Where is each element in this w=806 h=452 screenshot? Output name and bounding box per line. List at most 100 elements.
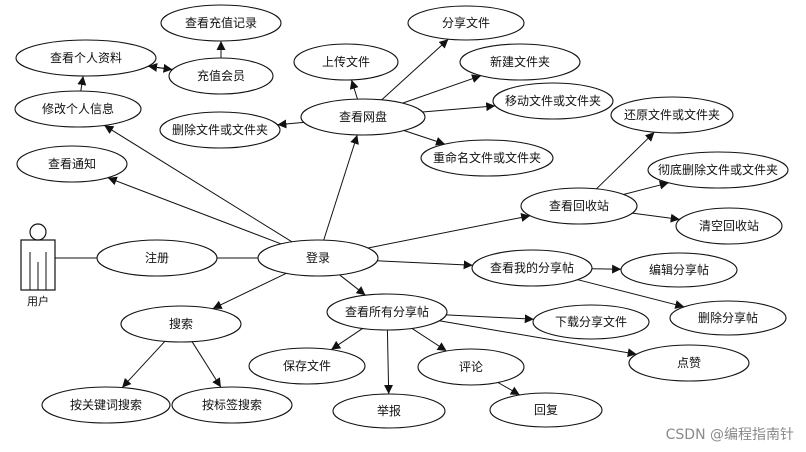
usecase-label: 注册 [145, 250, 169, 265]
edge-login-to-my-posts [377, 260, 473, 270]
usecase-move[interactable]: 移动文件或文件夹 [492, 82, 614, 120]
usecase-ellipse [159, 111, 281, 149]
usecase-perm-delete[interactable]: 彻底删除文件或文件夹 [647, 151, 789, 189]
usecase-restore[interactable]: 还原文件或文件夹 [610, 96, 734, 134]
usecase-ellipse [257, 239, 379, 277]
usecase-label: 查看通知 [48, 157, 96, 171]
usecase-ellipse [620, 252, 738, 288]
edge-all-posts-to-download [446, 314, 534, 324]
usecase-upload[interactable]: 上传文件 [293, 43, 399, 81]
usecase-report[interactable]: 举报 [332, 393, 446, 429]
edge-all-posts-to-like [439, 320, 637, 358]
usecase-ellipse [407, 5, 525, 41]
usecase-like[interactable]: 点赞 [628, 344, 750, 382]
usecase-label: 还原文件或文件夹 [624, 107, 720, 122]
usecase-my-posts[interactable]: 查看我的分享帖 [471, 249, 593, 287]
usecase-ellipse [471, 249, 593, 287]
usecase-view-recharge[interactable]: 查看充值记录 [160, 4, 282, 42]
actor-head [29, 223, 47, 241]
usecase-label: 上传文件 [322, 54, 370, 69]
usecase-label: 查看网盘 [339, 109, 387, 124]
edge-search-to-search-tag [191, 341, 222, 388]
actor-user[interactable]: 用户 [20, 223, 56, 308]
usecase-comment[interactable]: 评论 [417, 348, 525, 386]
usecase-label: 清空回收站 [699, 219, 759, 233]
usecase-ellipse [520, 187, 638, 225]
edge-login-to-view-notice [107, 176, 282, 245]
usecase-register[interactable]: 注册 [96, 239, 218, 277]
usecase-view-disk[interactable]: 查看网盘 [300, 98, 426, 136]
usecase-label: 查看所有分享帖 [345, 304, 429, 319]
usecase-edit-post[interactable]: 编辑分享帖 [620, 252, 738, 288]
edge-view-disk-to-upload [349, 79, 359, 100]
usecase-new-folder[interactable]: 新建文件夹 [459, 43, 581, 81]
usecase-label: 点赞 [677, 356, 701, 370]
usecase-view-profile[interactable]: 查看个人资料 [15, 39, 157, 77]
usecase-edit-profile[interactable]: 修改个人信息 [14, 90, 142, 128]
edge-login-to-all-posts [339, 274, 366, 296]
edge-login-to-view-disk [323, 134, 359, 241]
usecase-ellipse [96, 239, 218, 277]
usecase-login[interactable]: 登录 [257, 239, 379, 277]
usecase-label: 查看回收站 [549, 199, 609, 213]
usecase-label: 回复 [534, 403, 558, 417]
edges [55, 38, 685, 396]
usecase-ellipse [293, 43, 399, 81]
usecase-ellipse [417, 348, 525, 386]
edge-all-posts-to-comment [411, 327, 447, 352]
usecase-label: 举报 [377, 403, 401, 418]
usecase-download[interactable]: 下载分享文件 [532, 304, 650, 340]
usecase-search[interactable]: 搜索 [120, 305, 242, 343]
usecase-view-notice[interactable]: 查看通知 [16, 145, 128, 183]
usecase-reply[interactable]: 回复 [489, 392, 603, 428]
usecase-ellipse [120, 305, 242, 343]
usecase-ellipse [41, 386, 171, 424]
usecase-ellipse [171, 386, 293, 424]
usecase-rename[interactable]: 重命名文件或文件夹 [420, 139, 554, 177]
usecase-delete-post[interactable]: 删除分享帖 [669, 300, 787, 336]
usecase-save-file[interactable]: 保存文件 [248, 347, 366, 385]
usecase-label: 查看个人资料 [50, 51, 122, 65]
usecase-view-recycle[interactable]: 查看回收站 [520, 187, 638, 225]
edge-comment-to-reply [497, 382, 521, 396]
usecase-ellipse [160, 4, 282, 42]
edge-view-recycle-to-restore [596, 131, 655, 190]
usecase-label: 删除分享帖 [698, 310, 758, 325]
usecase-ellipse [610, 96, 734, 134]
edge-my-posts-to-delete-post [577, 279, 685, 309]
usecase-all-posts[interactable]: 查看所有分享帖 [326, 293, 448, 331]
usecase-ellipse [647, 151, 789, 189]
usecase-ellipse [326, 293, 448, 331]
edge-view-disk-to-new-folder [402, 74, 482, 104]
usecase-ellipse [14, 90, 142, 128]
edge-login-to-view-recycle [367, 213, 531, 249]
usecase-label: 查看我的分享帖 [490, 260, 574, 275]
usecase-label: 修改个人信息 [42, 101, 114, 116]
edge-login-to-search [212, 272, 287, 310]
usecase-ellipse [628, 344, 750, 382]
edge-all-posts-to-report [384, 329, 394, 395]
usecase-label: 下载分享文件 [555, 314, 627, 329]
edge-recharge-to-view-profile [148, 63, 173, 72]
usecase-clear-recycle[interactable]: 清空回收站 [675, 207, 783, 245]
usecase-label: 登录 [306, 250, 330, 265]
edge-view-disk-to-delete [277, 119, 304, 129]
edge-search-to-search-keyword [121, 340, 166, 388]
usecase-label: 查看充值记录 [185, 15, 257, 30]
usecase-search-tag[interactable]: 按标签搜索 [171, 386, 293, 424]
watermark: CSDN @编程指南针 [665, 427, 794, 443]
usecase-delete[interactable]: 删除文件或文件夹 [159, 111, 281, 149]
usecase-recharge[interactable]: 充值会员 [168, 57, 274, 95]
usecase-label: 保存文件 [283, 358, 331, 373]
usecase-ellipse [420, 139, 554, 177]
edge-view-disk-to-share-file [381, 38, 449, 101]
usecase-search-keyword[interactable]: 按关键词搜索 [41, 386, 171, 424]
usecase-label: 分享文件 [442, 15, 490, 30]
usecase-label: 按关键词搜索 [70, 397, 142, 412]
edge-view-disk-to-rename [403, 130, 446, 146]
usecase-ellipse [248, 347, 366, 385]
usecase-ellipse [332, 393, 446, 429]
usecase-share-file[interactable]: 分享文件 [407, 5, 525, 41]
